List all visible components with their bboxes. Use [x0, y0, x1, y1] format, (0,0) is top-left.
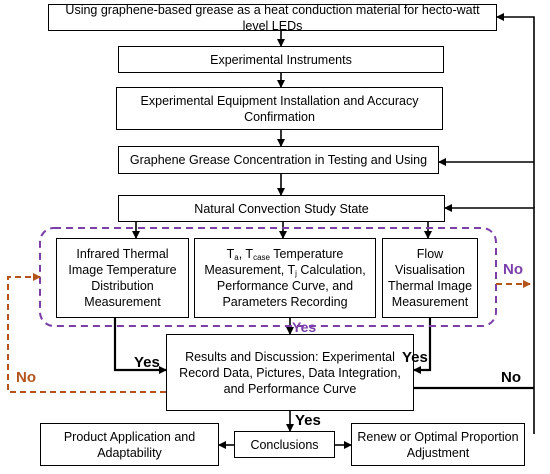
no-label-left-dashed: No — [16, 369, 36, 386]
installation-box: Experimental Equipment Installation and … — [116, 87, 443, 130]
temperature-text: Ta, Tcase Temperature Measurement, Tj Ca… — [204, 247, 366, 309]
yes-label-right: Yes — [402, 349, 428, 366]
feedback-to-title — [496, 13, 535, 162]
title-box: Using graphene-based grease as a heat co… — [48, 3, 497, 33]
instruments-box: Experimental Instruments — [118, 46, 444, 73]
natural-convection-box: Natural Convection Study State — [118, 195, 445, 222]
conclusions-box: Conclusions — [234, 431, 335, 458]
product-box: Product Application and Adaptability — [40, 423, 219, 466]
infrared-box: Infrared Thermal Image Temperature Distr… — [56, 238, 189, 318]
yes-label-down: Yes — [295, 412, 321, 429]
no-dashed-left-loop — [7, 273, 166, 393]
temperature-box: Ta, Tcase Temperature Measurement, Tj Ca… — [194, 238, 376, 318]
results-box: Results and Discussion: Experimental Rec… — [166, 334, 414, 411]
yes-label-dashed: Yes — [292, 319, 317, 335]
yes-label-left: Yes — [134, 354, 160, 371]
no-label-right-solid: No — [501, 369, 521, 386]
concentration-box: Graphene Grease Concentration in Testing… — [118, 146, 439, 174]
renew-box: Renew or Optimal Proportion Adjustment — [351, 423, 525, 466]
no-label-right-dashed: No — [503, 261, 523, 278]
arrow-flow-to-results — [413, 318, 432, 374]
flow-box: Flow Visualisation Thermal Image Measure… — [382, 238, 478, 318]
arrow-infrared-to-results — [113, 318, 167, 374]
